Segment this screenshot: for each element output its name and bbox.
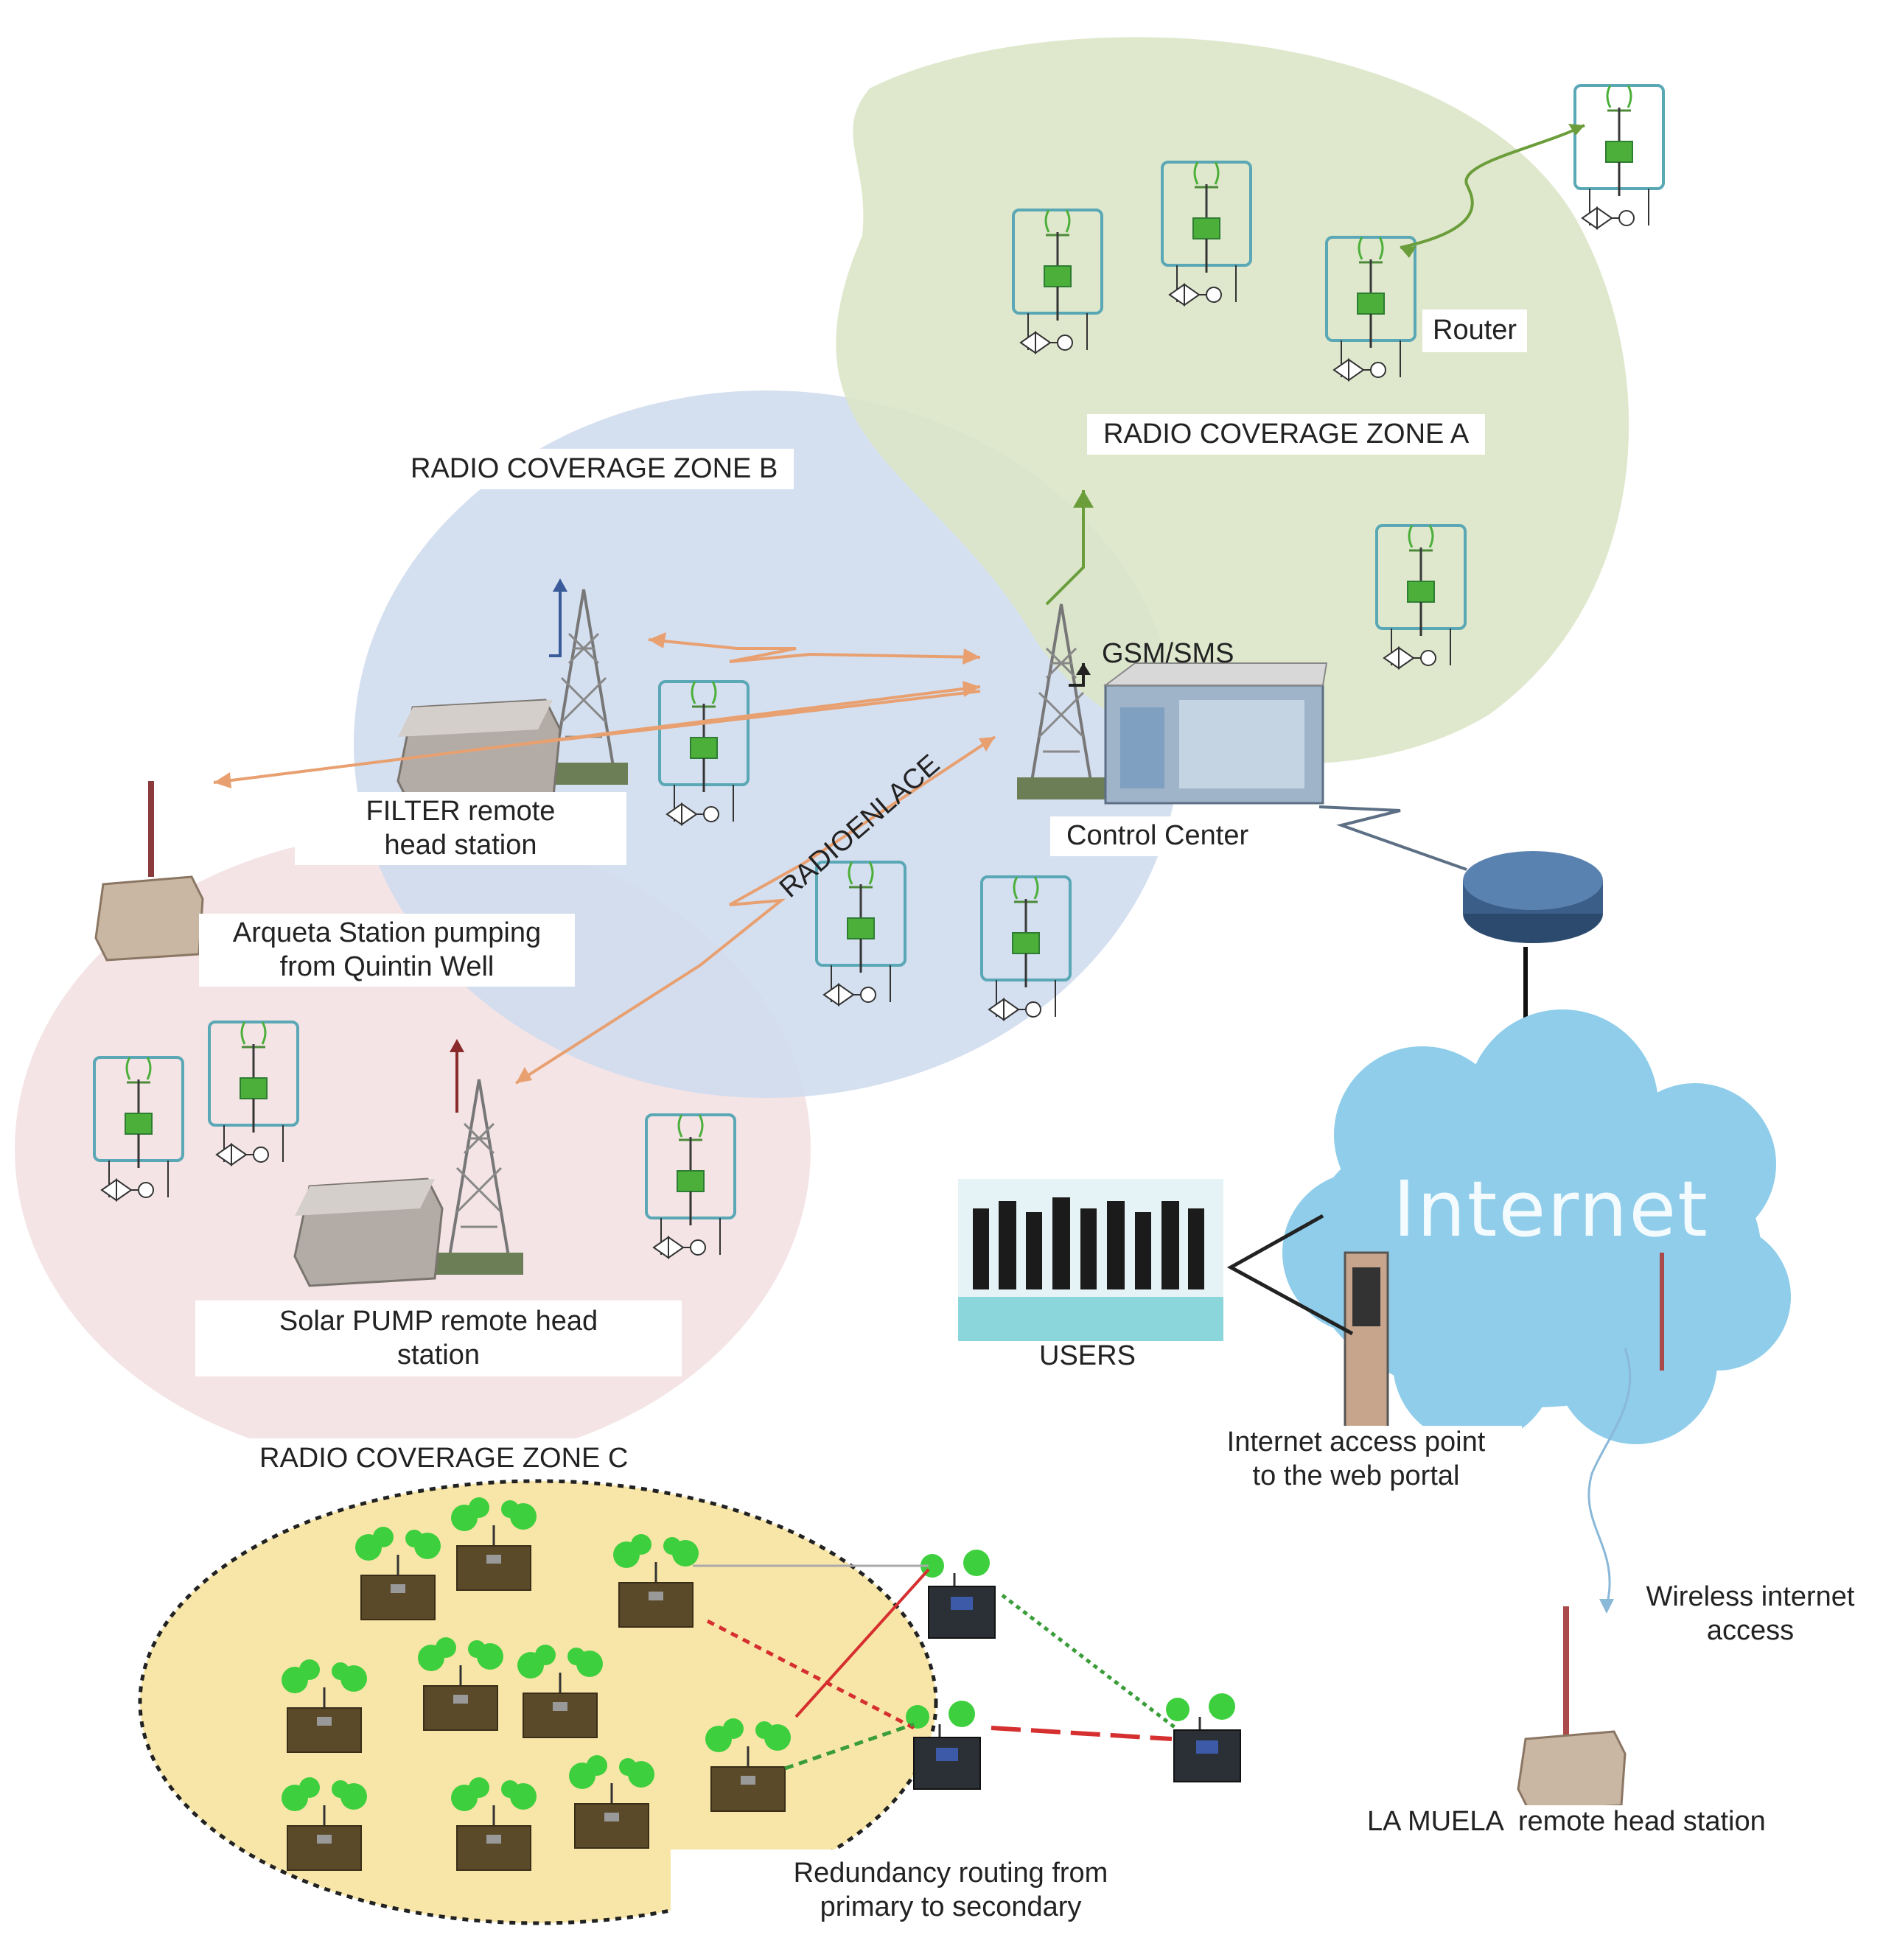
control-center-building	[1103, 662, 1328, 805]
access-point-kiosk	[1344, 1251, 1389, 1446]
secondary-controller	[904, 1699, 982, 1791]
redundancy-label: Redundancy routing from primary to secon…	[744, 1857, 1157, 1925]
users-label: USERS	[1039, 1340, 1136, 1371]
wireless-access-label-line1: Wireless internet	[1646, 1581, 1855, 1612]
la-muela-station	[1517, 1606, 1627, 1813]
tertiary-controller	[1164, 1692, 1242, 1783]
filter-station-label-line1: FILTER remote	[366, 796, 556, 827]
arqueta-station-label-line1: Arqueta Station pumping	[232, 917, 542, 948]
redundancy-label-line2: primary to secondary	[820, 1891, 1082, 1922]
solar-pump-label: Solar PUMP remote head station	[195, 1301, 682, 1377]
rtu-node-a4	[1573, 84, 1665, 230]
redundancy-label-line1: Redundancy routing from	[793, 1858, 1108, 1889]
filter-station-label: FILTER remote head station	[295, 792, 626, 866]
filter-station-building	[396, 699, 562, 812]
network-router	[1463, 851, 1603, 943]
router-label: Router	[1422, 309, 1528, 352]
arqueta-station	[94, 781, 204, 962]
primary-controller	[919, 1548, 996, 1639]
la-muela-label: LA MUELA remote head station	[1367, 1805, 1766, 1839]
internet-label: Internet	[1393, 1164, 1709, 1254]
zone-c-label: RADIO COVERAGE ZONE C	[243, 1438, 645, 1479]
access-point-label-line2: to the web portal	[1252, 1460, 1460, 1491]
wireless-access-label: Wireless internet access	[1618, 1581, 1883, 1648]
control-center-label: Control Center	[1050, 816, 1265, 856]
internet-cloud	[1282, 1009, 1791, 1444]
zone-b-label: RADIO COVERAGE ZONE B	[394, 449, 794, 489]
gsm-label: GSM/SMS	[1102, 638, 1234, 669]
access-point-label-line1: Internet access point	[1226, 1427, 1486, 1457]
zone-a-label: RADIO COVERAGE ZONE A	[1087, 414, 1486, 455]
access-point-label: Internet access point to the web portal	[1190, 1426, 1522, 1494]
arqueta-station-label: Arqueta Station pumping from Quintin Wel…	[199, 914, 575, 987]
solar-pump-building	[293, 1177, 444, 1287]
arqueta-station-label-line2: from Quintin Well	[279, 951, 495, 982]
solar-pump-label-line1: Solar PUMP remote head	[279, 1306, 598, 1337]
filter-station-label-line2: head station	[384, 829, 537, 861]
wireless-access-label-line2: access	[1706, 1614, 1795, 1646]
users-image	[958, 1179, 1223, 1341]
solar-pump-label-line2: station	[397, 1339, 480, 1371]
